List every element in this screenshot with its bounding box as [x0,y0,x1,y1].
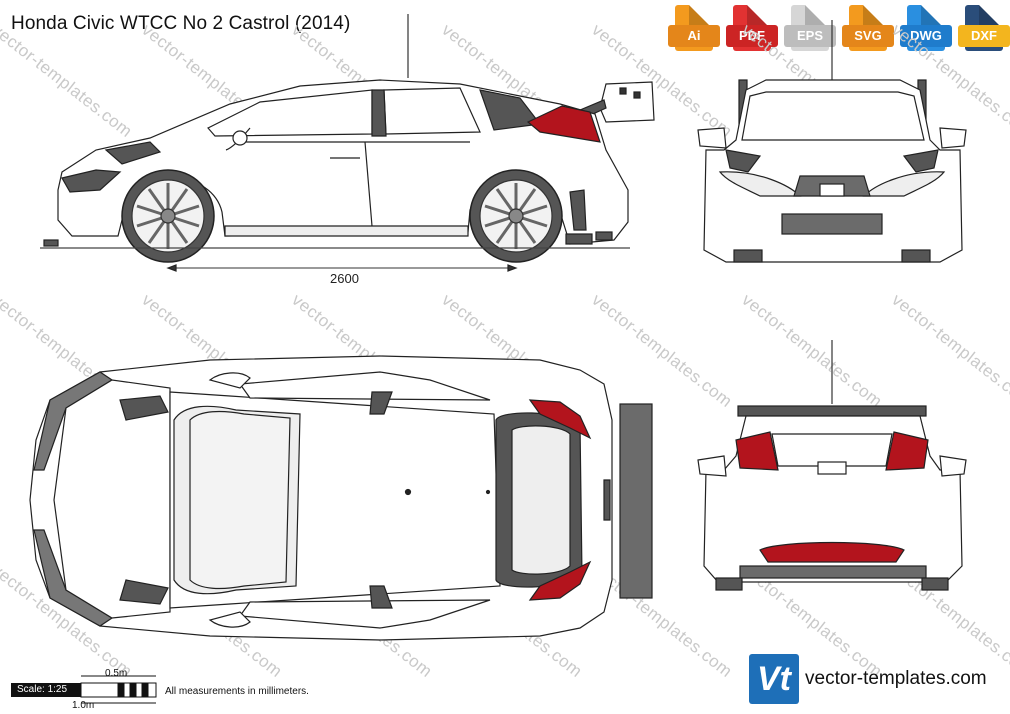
format-eps-button[interactable]: EPS [784,5,836,51]
format-ai-button[interactable]: Ai [668,5,720,51]
scale-full-meter: 1.0m [72,700,95,711]
measurement-note: All measurements in millimeters. [165,686,309,697]
side-view [40,14,655,272]
scale-half-meter: 0.5m [105,668,128,679]
front-view [697,20,967,263]
format-svg-button[interactable]: SVG [842,5,894,51]
scale-bar [80,675,157,704]
format-toolbar: Ai PDF EPS SVG DWG DXF [668,5,1010,51]
wheelbase-dimension: 2600 [330,271,359,286]
page-title: Honda Civic WTCC No 2 Castrol (2014) [11,13,351,34]
scale-label: Scale: 1:25 [11,683,81,697]
brand-name[interactable]: vector-templates.com [805,668,987,689]
format-dxf-button[interactable]: DXF [958,5,1010,51]
top-view [29,355,653,641]
rear-view [697,340,967,591]
format-dwg-button[interactable]: DWG [900,5,952,51]
brand-logo[interactable]: Vt [749,654,799,704]
format-pdf-button[interactable]: PDF [726,5,778,51]
